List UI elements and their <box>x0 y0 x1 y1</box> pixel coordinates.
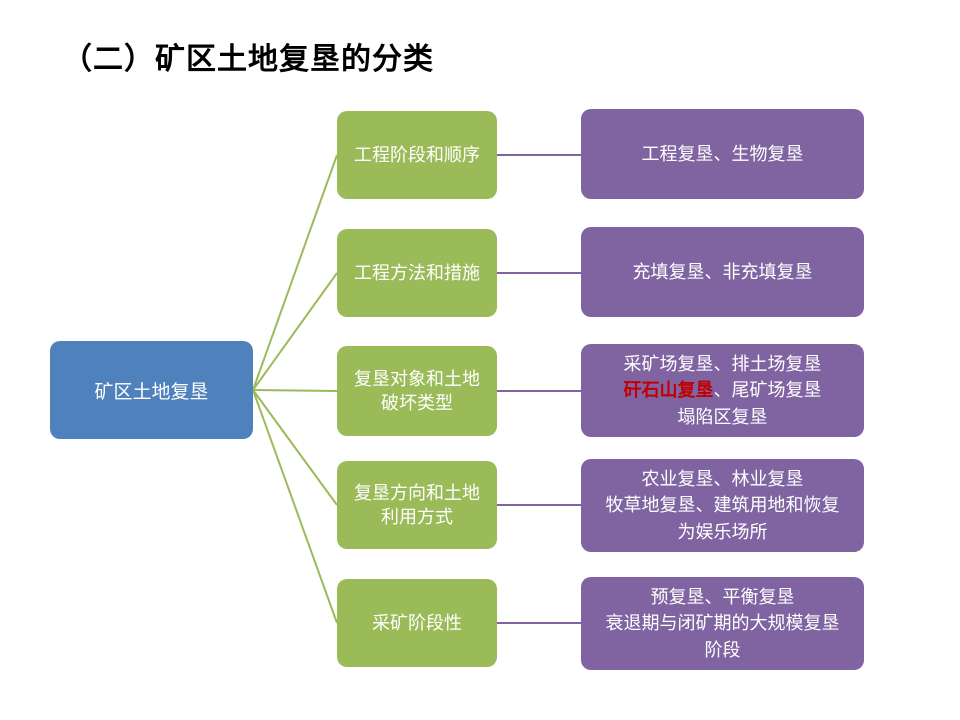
result-line-2-rest: 、尾矿场复垦 <box>713 380 822 401</box>
result-node-1: 工程复垦、生物复垦 <box>581 109 864 199</box>
category-node-3: 复垦对象和土地 破坏类型 <box>337 346 497 436</box>
result-node-5: 预复垦、平衡复垦 衰退期与闭矿期的大规模复垦 阶段 <box>581 577 864 670</box>
result-line-2: 矸石山复垦、尾矿场复垦 <box>589 377 856 403</box>
connector-root-to-category-3 <box>252 389 338 392</box>
result-node-4: 农业复垦、林业复垦 牧草地复垦、建筑用地和恢复 为娱乐场所 <box>581 459 864 552</box>
category-node-2: 工程方法和措施 <box>337 229 497 317</box>
category-node-1: 工程阶段和顺序 <box>337 111 497 199</box>
result-line-3: 塌陷区复垦 <box>677 406 768 427</box>
connector-root-to-category-1 <box>252 154 338 391</box>
connector-root-to-category-5 <box>252 389 338 624</box>
category-node-4: 复垦方向和土地 利用方式 <box>337 461 497 549</box>
result-highlight-text: 矸石山复垦 <box>623 380 714 401</box>
category-node-5: 采矿阶段性 <box>337 579 497 667</box>
connector-root-to-category-2 <box>252 272 338 391</box>
root-node-label: 矿区土地复垦 <box>94 381 209 403</box>
result-node-3: 采矿场复垦、排土场复垦 矸石山复垦、尾矿场复垦 塌陷区复垦 <box>581 344 864 437</box>
result-line-1: 采矿场复垦、排土场复垦 <box>623 354 822 375</box>
result-node-2: 充填复垦、非充填复垦 <box>581 227 864 317</box>
connector-root-to-category-4 <box>252 389 338 506</box>
root-node: 矿区土地复垦 <box>50 341 253 439</box>
slide-title: （二）矿区土地复垦的分类 <box>62 43 434 76</box>
